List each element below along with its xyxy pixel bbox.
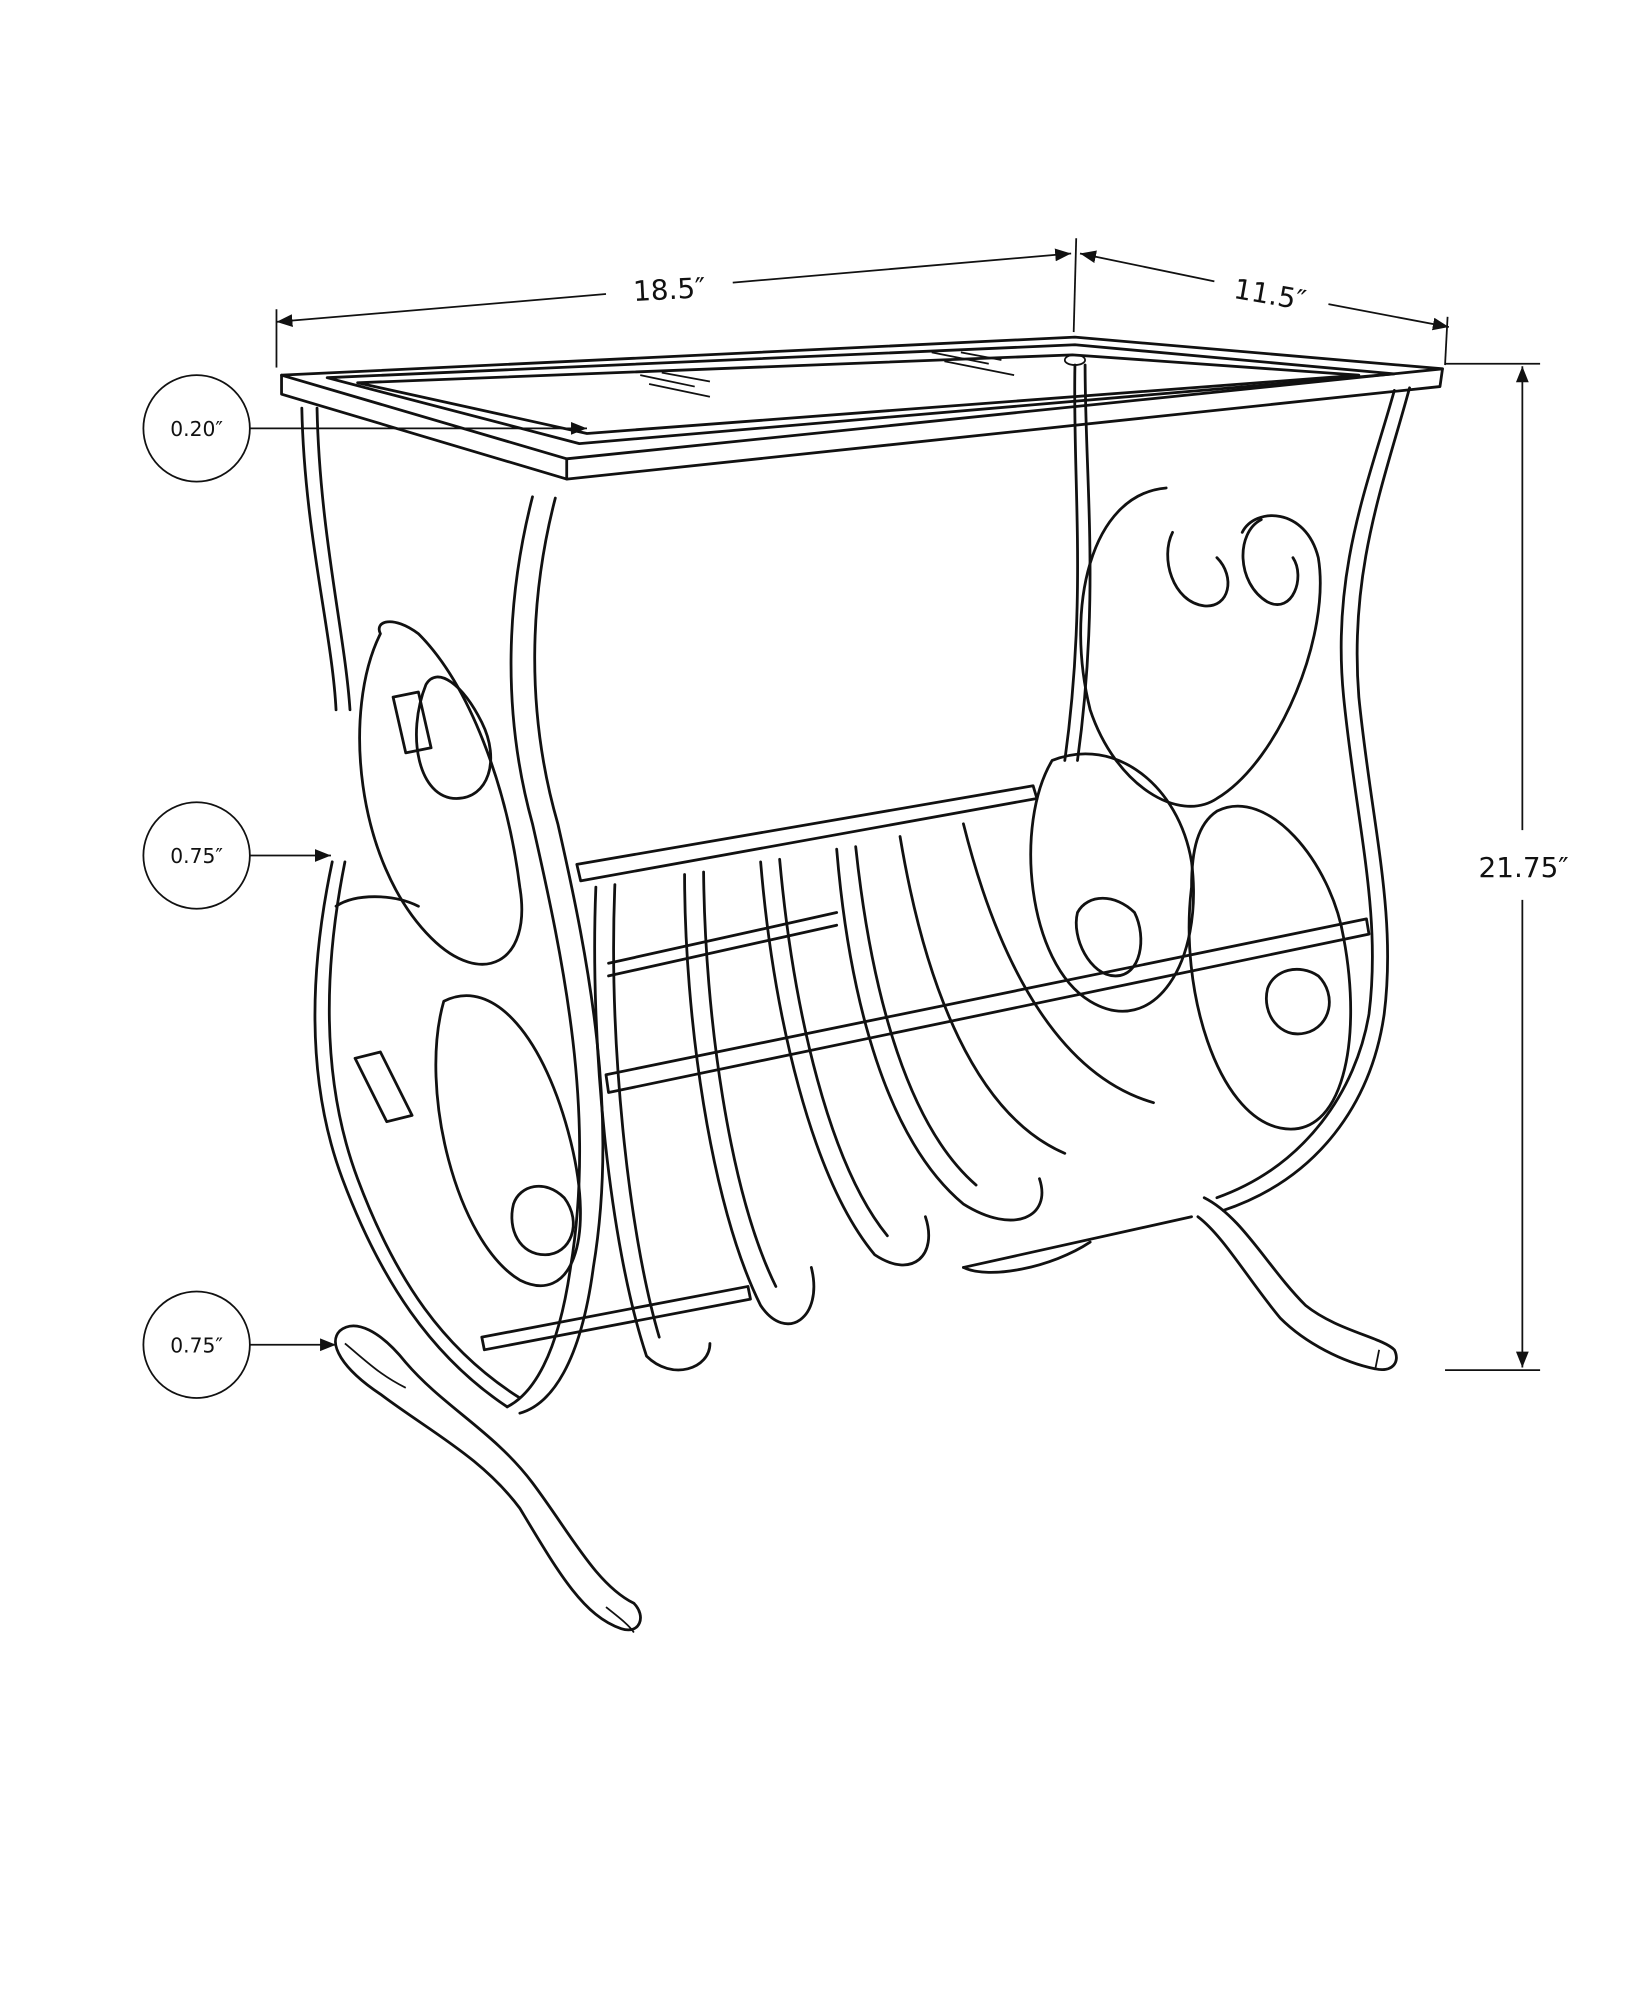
callout-foot-width: 0.75″ [142, 1290, 337, 1399]
back-legs [300, 363, 1092, 762]
callout-glass-thickness: 0.20″ [142, 374, 587, 483]
depth-label: 11.5″ [1231, 272, 1308, 317]
front-left-leg [313, 495, 605, 1415]
callout-label: 0.75″ [170, 844, 223, 868]
table-drawing [280, 335, 1444, 1633]
rails [480, 784, 1371, 1352]
front-right-leg [1215, 386, 1411, 1212]
left-scrolls [334, 620, 582, 1287]
callout-label: 0.20″ [170, 417, 223, 441]
cradle-slats [593, 822, 1155, 1372]
callout-label: 0.75″ [170, 1333, 223, 1357]
table-top [280, 335, 1444, 481]
width-label: 18.5″ [632, 271, 706, 308]
right-scrolls [1029, 486, 1353, 1131]
height-dimension: 21.75″ [1445, 362, 1569, 1371]
feet [334, 1196, 1398, 1633]
height-label: 21.75″ [1479, 851, 1569, 884]
width-dimension: 18.5″ [275, 248, 1072, 368]
depth-dimension: 11.5″ [1072, 238, 1450, 366]
callout-frame-width: 0.75″ [142, 801, 331, 910]
